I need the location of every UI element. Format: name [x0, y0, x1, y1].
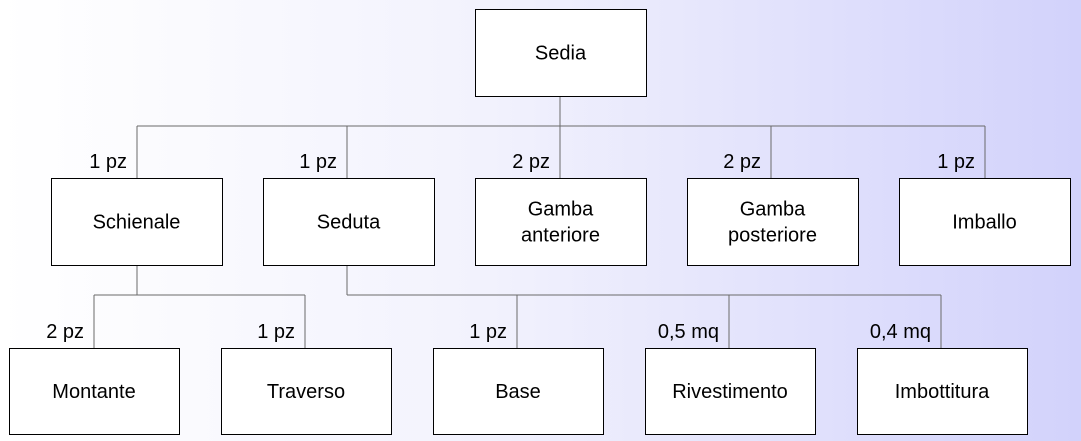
node-label-gamba-anteriore-line-2: anteriore [521, 225, 600, 247]
node-label-sedia: Sedia [535, 43, 587, 65]
node-label-schienale: Schienale [93, 212, 181, 234]
quantity-label-gamba-posteriore: 2 pz [723, 151, 761, 173]
node-montante: Montante [9, 348, 180, 435]
node-gamba-anteriore: Gamba anteriore [475, 178, 647, 266]
quantity-label-gamba-anteriore: 2 pz [512, 151, 550, 173]
node-label-base: Base [495, 381, 541, 403]
node-box-montante [9, 348, 180, 435]
node-box-sedia [475, 9, 647, 97]
connectors: 1 pz 1 pz 2 pz 2 pz 1 pz 2 pz 1 pz 1 pz 0,5 mq 0,… [46, 96, 986, 348]
node-box-traverso [221, 348, 392, 435]
node-imbottitura: Imbottitura [857, 348, 1028, 435]
node-schienale: Schienale [51, 178, 223, 266]
node-label-montante: Montante [52, 381, 135, 403]
node-label-traverso: Traverso [267, 381, 345, 403]
node-traverso: Traverso [221, 348, 392, 435]
quantity-label-schienale: 1 pz [89, 151, 127, 173]
node-box-gamba-posteriore [687, 178, 859, 266]
node-seduta: Seduta [263, 178, 435, 266]
node-label-gamba-posteriore-line-2: posteriore [728, 225, 817, 247]
quantity-label-seduta: 1 pz [299, 151, 337, 173]
node-box-seduta [263, 178, 435, 266]
node-label-gamba-anteriore-line-1: Gamba [528, 199, 594, 221]
node-box-imbottitura [857, 348, 1028, 435]
node-box-schienale [51, 178, 223, 266]
node-gamba-posteriore: Gamba posteriore [687, 178, 859, 266]
node-label-gamba-posteriore-line-1: Gamba [740, 199, 806, 221]
node-box-gamba-anteriore [475, 178, 647, 266]
node-label-imballo: Imballo [952, 212, 1016, 234]
node-sedia: Sedia [475, 9, 647, 97]
node-label-seduta: Seduta [317, 212, 381, 234]
node-box-base [433, 348, 604, 435]
node-box-imballo [899, 178, 1071, 266]
node-label-rivestimento: Rivestimento [672, 381, 788, 403]
quantity-label-rivestimento: 0,5 mq [658, 321, 719, 343]
node-label-imbottitura: Imbottitura [895, 381, 990, 403]
node-rivestimento: Rivestimento [645, 348, 816, 435]
node-box-rivestimento [645, 348, 816, 435]
quantity-label-imbottitura: 0,4 mq [870, 321, 931, 343]
quantity-label-traverso: 1 pz [257, 321, 295, 343]
node-base: Base [433, 348, 604, 435]
quantity-label-imballo: 1 pz [937, 151, 975, 173]
quantity-label-montante: 2 pz [46, 321, 84, 343]
quantity-label-base: 1 pz [469, 321, 507, 343]
node-imballo: Imballo [899, 178, 1071, 266]
